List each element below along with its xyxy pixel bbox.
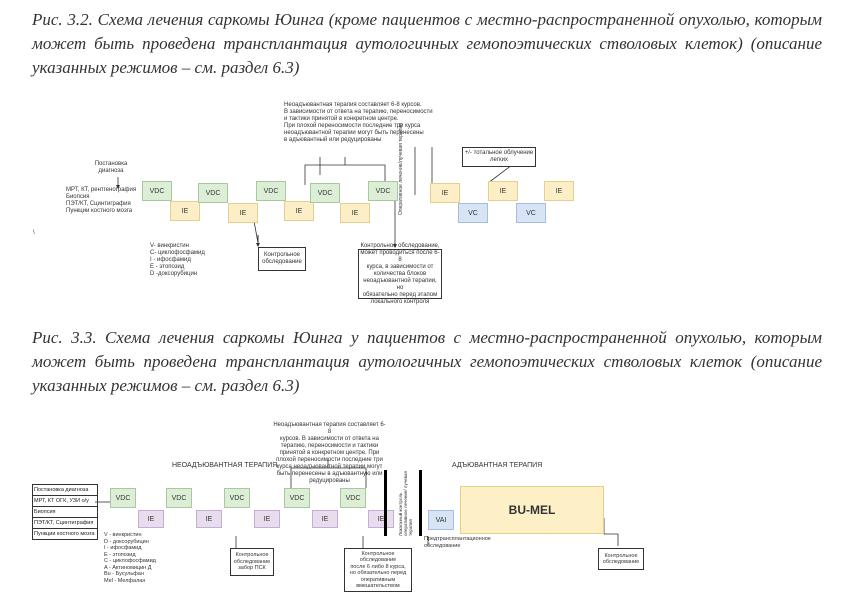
drug-legend: V - винкристин D - доксорубицин I - ифос… <box>104 532 156 584</box>
ie-block: IE <box>368 510 394 528</box>
lung-irradiation-note: +/- тотальное облучение легких <box>462 147 536 167</box>
diagnosis-title: Постановка диагноза <box>94 161 128 174</box>
control-exam-detailed-box: Контрольное обследование, может проводит… <box>358 243 442 305</box>
vdc-block: VDC <box>224 488 250 508</box>
top-note: Неоадъювантная терапия составляет 6-8 ку… <box>284 102 433 143</box>
control-exam-box: Контрольное обследование забор ПСК <box>230 548 274 576</box>
ie-block: IE <box>254 510 280 528</box>
control-exam-box: Контрольное обследование <box>258 247 306 271</box>
vdc-block: VDC <box>110 488 136 508</box>
ie-block: IE <box>312 510 338 528</box>
top-note: Неоадъювантная терапия составляет 6-8 ку… <box>273 422 386 484</box>
adjuvant-label: АДЪЮВАНТНАЯ ТЕРАПИЯ <box>452 462 543 469</box>
vdc-block: VDC <box>310 183 340 203</box>
vdc-block: VDC <box>340 488 366 508</box>
vdc-block: VDC <box>142 181 172 201</box>
pretransplant-exam-note: Предтрансплантационное обследование <box>424 536 491 549</box>
local-control-bar <box>384 470 387 536</box>
ie-block: IE <box>228 203 258 223</box>
vc-block: VC <box>516 203 546 223</box>
ie-block: IE <box>138 510 164 528</box>
control-exam-detailed-box: Контрольное обследование после 6 либо 8 … <box>344 548 412 592</box>
figure-3-3-caption: Рис. 3.3. Схема лечения саркомы Юинга у … <box>32 328 822 395</box>
neoadjuvant-label: НЕОАДЪЮВАНТНАЯ ТЕРАПИЯ <box>172 462 278 469</box>
vdc-block: VDC <box>256 181 286 201</box>
drug-legend: V- винкристин С- циклофосфамид I - ифосф… <box>150 243 205 277</box>
vc-block: VC <box>458 203 488 223</box>
ie-block: IE <box>196 510 222 528</box>
ie-block: IE <box>170 201 200 221</box>
figure-3-3-diagram: Неоадъювантная терапия составляет 6-8 ку… <box>0 418 853 600</box>
figure-3-2-caption: Рис. 3.2. Схема лечения саркомы Юинга (к… <box>32 10 822 77</box>
surgery-vertical-label: Оперативное лечение/лучевая терапия <box>398 123 404 215</box>
diagnosis-methods: МРТ, КТ, рентгенография Биопсия ПЭТ/КТ, … <box>66 187 137 214</box>
diagnosis-table: Постановка диагноза МРТ, КТ ОГК, УЗИ о/у… <box>32 484 98 540</box>
vdc-block: VDC <box>368 181 398 201</box>
ie-block: IE <box>430 183 460 203</box>
ie-block: IE <box>340 203 370 223</box>
backslash-mark: \ <box>33 230 35 236</box>
figure-3-2-diagram: Постановка диагноза МРТ, КТ, рентгеногра… <box>0 95 853 305</box>
ie-block: IE <box>544 181 574 201</box>
local-control-bar <box>419 470 422 536</box>
vai-block: VAI <box>428 510 454 530</box>
vdc-block: VDC <box>198 183 228 203</box>
bu-mel-block: BU-MEL <box>460 486 604 534</box>
vdc-block: VDC <box>284 488 310 508</box>
local-control-vertical-label: Локальный контроль оперативное лечение/ … <box>398 471 413 536</box>
vdc-block: VDC <box>166 488 192 508</box>
ie-block: IE <box>488 181 518 201</box>
ie-block: IE <box>284 201 314 221</box>
final-control-exam-box: Контрольное обследование <box>598 548 644 570</box>
